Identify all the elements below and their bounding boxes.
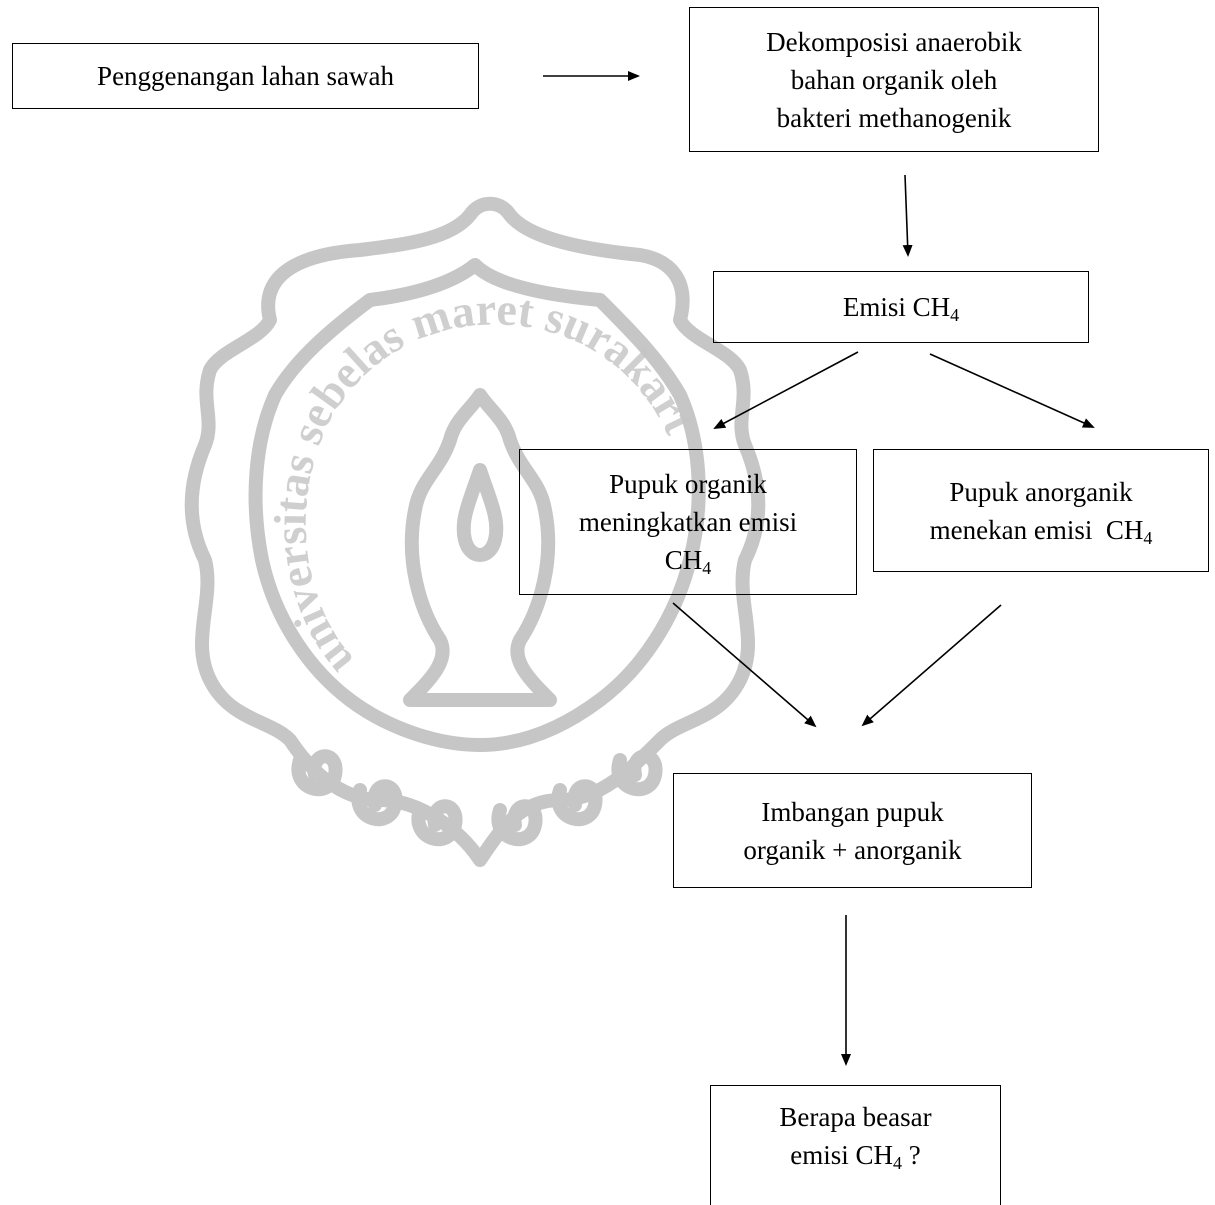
arrow-emission-to-inorganic — [929, 353, 1095, 428]
node-decomposition-line2: bahan organik oleh — [790, 64, 998, 95]
node-decomposition-line3: bakteri methanogenik — [776, 102, 1012, 133]
node-question: Berapa beasar emisi CH4 ? — [710, 1085, 1001, 1205]
node-flooding: Penggenangan lahan sawah — [12, 43, 479, 109]
node-decomposition-line1: Dekomposisi anaerobik — [766, 26, 1022, 57]
node-inorganic-line1: Pupuk anorganik — [949, 476, 1133, 507]
arrow-emission-to-organic — [713, 351, 859, 429]
node-inorganic-line2: menekan emisi CH4 — [929, 514, 1153, 548]
arrow-decomposition-to-emission — [902, 174, 913, 257]
node-emission-label: Emisi CH4 — [842, 292, 960, 325]
node-flooding-label: Penggenangan lahan sawah — [97, 61, 394, 91]
node-question-line2: emisi CH4 ? — [790, 1140, 921, 1173]
node-question-line1: Berapa beasar — [779, 1102, 932, 1132]
node-organic-fertilizer: Pupuk organik meningkatkan emisi CH4 — [519, 449, 857, 595]
node-organic-line2: meningkatkan emisi — [578, 507, 798, 537]
node-balance-line1: Imbangan pupuk — [761, 796, 944, 827]
node-balance: Imbangan pupuk organik + anorganik — [673, 773, 1032, 888]
node-inorganic-fertilizer: Pupuk anorganik menekan emisi CH4 — [873, 449, 1209, 572]
node-organic-line3: CH4 — [664, 545, 712, 578]
arrow-organic-to-balance — [672, 602, 817, 728]
arrow-inorganic-to-balance — [861, 604, 1002, 727]
node-decomposition: Dekomposisi anaerobik bahan organik oleh… — [689, 7, 1099, 152]
node-organic-line1: Pupuk organik — [609, 469, 767, 499]
node-balance-line2: organik + anorganik — [743, 834, 962, 865]
node-emission: Emisi CH4 — [713, 271, 1089, 343]
